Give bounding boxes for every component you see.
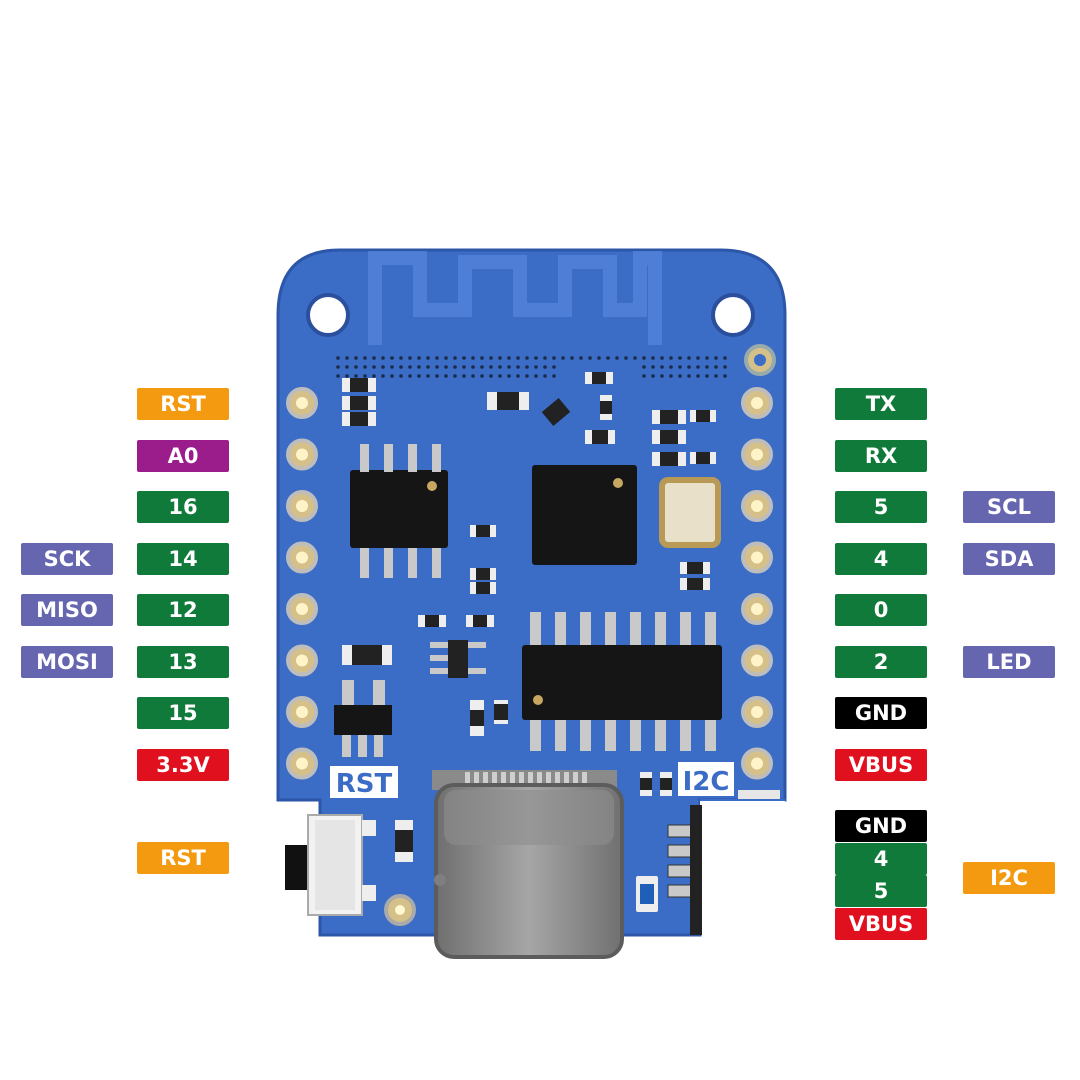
header-pad-hole xyxy=(751,603,763,615)
mount-hole-right xyxy=(711,293,755,337)
header-pad-hole xyxy=(296,706,308,718)
header-pad-hole xyxy=(751,757,763,770)
header-pad-hole xyxy=(296,397,308,409)
pin-label-right: 2 xyxy=(835,646,927,678)
esp8266-chip xyxy=(532,465,637,565)
pin-alt-label-left: SCK xyxy=(21,543,113,575)
header-pad-hole xyxy=(751,706,763,718)
i2c-connector xyxy=(667,790,785,935)
pin-label-left: 14 xyxy=(137,543,229,575)
pin-label-right: GND xyxy=(835,697,927,729)
reset-button-label: RST xyxy=(137,842,229,874)
i2c-group-label: I2C xyxy=(963,862,1055,894)
pin-label-left: A0 xyxy=(137,440,229,472)
pin-label-left: 3.3V xyxy=(137,749,229,781)
usb-serial-chip xyxy=(522,612,722,751)
pin-label-right: TX xyxy=(835,388,927,420)
header-pad-hole xyxy=(296,551,308,564)
header-pad-hole xyxy=(751,448,763,461)
silk-rst-label: RST xyxy=(336,769,393,799)
i2c-pin-label: 4 xyxy=(835,842,927,875)
pin-alt-label-right: SCL xyxy=(963,491,1055,523)
i2c-pin-label: VBUS xyxy=(835,907,927,940)
pin-alt-label-left: MOSI xyxy=(21,646,113,678)
via-grid xyxy=(336,356,727,378)
pin-label-right: 0 xyxy=(835,594,927,626)
reset-switch xyxy=(285,814,376,916)
header-pad-hole xyxy=(751,500,763,512)
pin-label-left: 12 xyxy=(137,594,229,626)
small-components xyxy=(342,372,716,862)
i2c-pin-label: 5 xyxy=(835,875,927,907)
header-pad-hole xyxy=(296,603,308,615)
mount-hole-left xyxy=(306,293,350,337)
pin-label-right: RX xyxy=(835,440,927,472)
pin-label-right: 4 xyxy=(835,543,927,575)
pin-label-left: 13 xyxy=(137,646,229,678)
regulator xyxy=(334,680,392,757)
header-pad-hole xyxy=(296,448,308,461)
right-header-pads xyxy=(741,387,773,780)
header-pad-hole xyxy=(296,757,308,770)
header-pad-hole xyxy=(751,551,763,564)
pin-label-left: 15 xyxy=(137,697,229,729)
header-pad-hole xyxy=(751,654,763,667)
usb-c-connector xyxy=(432,770,624,959)
crystal xyxy=(659,477,721,548)
pin-alt-label-right: SDA xyxy=(963,543,1055,575)
i2c-pin-label: GND xyxy=(835,810,927,842)
flash-chip xyxy=(350,444,448,578)
pin-alt-label-left: MISO xyxy=(21,594,113,626)
led xyxy=(636,876,658,912)
header-pad-hole xyxy=(296,500,308,512)
pin-alt-label-right: LED xyxy=(963,646,1055,678)
silk-i2c-label: I2C xyxy=(683,767,730,797)
pin-label-right: 5 xyxy=(835,491,927,523)
pin-label-left: RST xyxy=(137,388,229,420)
pin-label-right: VBUS xyxy=(835,749,927,781)
left-header-pads xyxy=(286,387,318,780)
antenna-trace xyxy=(368,251,662,345)
header-pad-hole xyxy=(751,397,763,409)
header-pad-hole xyxy=(296,654,308,667)
pin-label-left: 16 xyxy=(137,491,229,523)
